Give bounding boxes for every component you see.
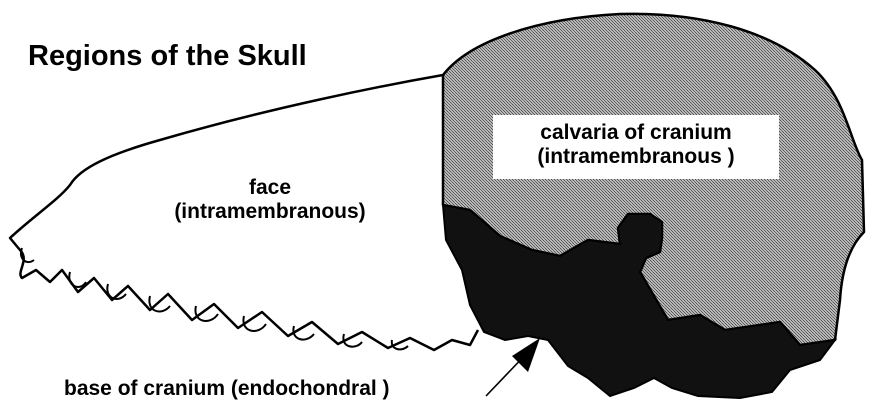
- calvaria-label-name: calvaria of cranium: [493, 121, 779, 145]
- face-label-name: face: [150, 176, 390, 200]
- base-pointer-arrowhead: [512, 338, 540, 372]
- face-label-origin: (intramembranous): [150, 200, 390, 224]
- base-label: base of cranium (endochondral ): [64, 377, 390, 401]
- diagram-title: Regions of the Skull: [28, 40, 307, 73]
- calvaria-label-origin: (intramembranous ): [493, 145, 779, 169]
- calvaria-label: calvaria of cranium (intramembranous ): [493, 115, 779, 179]
- teeth-detail: [21, 248, 408, 349]
- face-label: face (intramembranous): [150, 176, 390, 224]
